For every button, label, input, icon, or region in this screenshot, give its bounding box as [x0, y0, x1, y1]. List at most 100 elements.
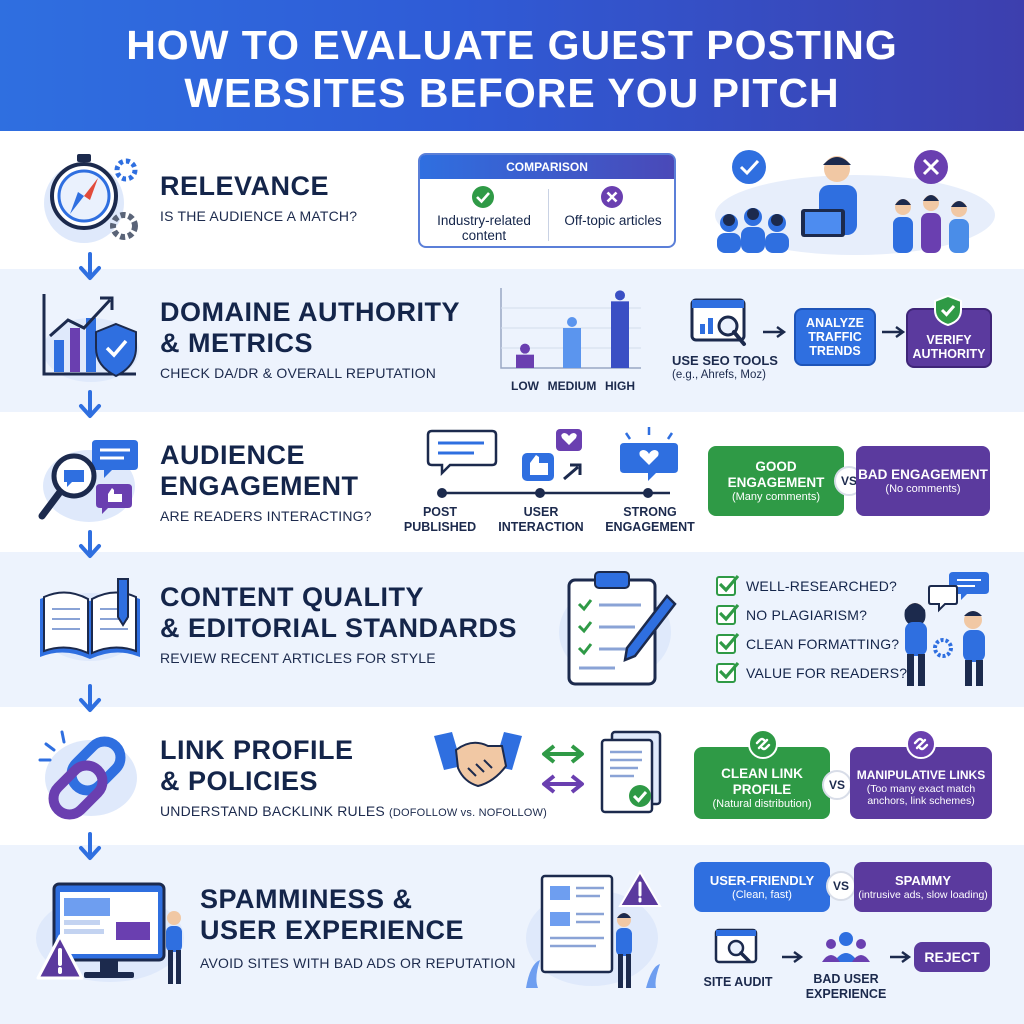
links-subtitle: UNDERSTAND BACKLINK RULES (DOFOLLOW vs. …: [160, 803, 547, 819]
growth-chart-shield-icon: [42, 294, 139, 382]
vs-badge: VS: [822, 770, 852, 800]
spam-title-line1: SPAMMINESS &: [200, 884, 413, 914]
chart-axis: [500, 288, 641, 369]
comparison-box: COMPARISON Industry-related content Off-…: [418, 153, 676, 248]
arrow-right-icon: [882, 326, 906, 338]
engagement-subtitle: ARE READERS INTERACTING?: [160, 508, 372, 524]
good-engagement-sub: (Many comments): [731, 490, 821, 503]
authority-title-line1: DOMAINE AUTHORITY: [160, 297, 460, 327]
site-audit-icon: [714, 928, 758, 964]
check-icon: [718, 661, 740, 680]
bar-low: [516, 354, 534, 368]
clean-link-label: CLEAN LINK PROFILE: [721, 765, 803, 797]
bad-engagement-box: BAD ENGAGEMENT (No comments): [856, 446, 990, 516]
links-subtitle-note: (DOFOLLOW vs. NOFOLLOW): [389, 807, 547, 819]
down-arrow-icon: [79, 530, 101, 558]
check-box-icon: [716, 576, 736, 596]
exchange-arrows-icon: [542, 744, 584, 794]
links-subtitle-main: UNDERSTAND BACKLINK RULES: [160, 803, 385, 819]
header-title-line1: HOW TO EVALUATE GUEST POSTING: [126, 22, 898, 68]
comparison-right: Off-topic articles: [564, 213, 662, 228]
manipulative-links-sub: (Too many exact match anchors, link sche…: [866, 783, 976, 807]
bad-engagement-sub: (No comments): [885, 482, 961, 495]
bar-label: MEDIUM: [548, 379, 597, 393]
check-box-icon: [716, 634, 736, 654]
down-arrow-icon: [79, 252, 101, 280]
down-arrow-icon: [79, 832, 101, 860]
reject-box: REJECT: [914, 942, 990, 972]
x-circle-icon: [601, 186, 623, 208]
verify-authority-label: VERIFY AUTHORITY: [912, 333, 986, 361]
verified-shield-icon: [934, 294, 962, 326]
spam-subtitle: AVOID SITES WITH BAD ADS OR REPUTATION: [200, 955, 516, 971]
arrow-right-icon: [763, 326, 787, 338]
header-title-line2: WEBSITES BEFORE YOU PITCH: [184, 70, 840, 116]
handshake-icon: [434, 732, 522, 788]
good-engagement-label: GOOD ENGAGEMENT: [727, 458, 825, 490]
analyze-traffic-label: ANALYZE TRAFFIC TRENDS: [806, 316, 864, 358]
broken-link-icon: [906, 729, 936, 759]
manipulative-links-box: MANIPULATIVE LINKS (Too many exact match…: [850, 747, 992, 819]
site-audit-label: SITE AUDIT: [703, 975, 773, 989]
engagement-title-line1: AUDIENCE: [160, 440, 306, 470]
authority-subtitle: CHECK DA/DR & OVERALL REPUTATION: [160, 365, 437, 381]
documents-check-icon: [600, 730, 662, 814]
discussion-people-illustration: [904, 572, 989, 686]
check-circle-icon: [472, 186, 494, 208]
bar-label: LOW: [511, 379, 540, 393]
engagement-timeline: [426, 427, 678, 498]
user-friendly-sub: (Clean, fast): [732, 888, 792, 901]
arrow-right-icon: [782, 951, 804, 963]
checklist-item: CLEAN FORMATTING?: [746, 636, 900, 652]
header-banner: HOW TO EVALUATE GUEST POSTING WEBSITES B…: [0, 0, 1024, 131]
audience-people-illustration: [715, 150, 995, 255]
check-icon: [718, 632, 740, 651]
chain-link-icon: [38, 730, 137, 820]
engagement-title-line2: ENGAGEMENT: [160, 471, 359, 501]
links-title-line1: LINK PROFILE: [160, 735, 354, 765]
section-quality: [0, 552, 1024, 707]
down-arrow-icon: [79, 390, 101, 418]
relevance-subtitle: IS THE AUDIENCE A MATCH?: [160, 208, 358, 224]
users-group-icon: [822, 932, 870, 962]
authority-bar-chart: LOW MEDIUM HIGH: [500, 288, 641, 393]
user-friendly-label: USER-FRIENDLY: [709, 872, 815, 888]
spammy-sub: (intrusive ads, slow loading): [858, 888, 988, 901]
checklist-item: VALUE FOR READERS?: [746, 665, 908, 681]
clean-link-profile-box: CLEAN LINK PROFILE (Natural distribution…: [694, 747, 830, 819]
clean-link-sub: (Natural distribution): [712, 797, 812, 810]
seo-tools-sub: (e.g., Ahrefs, Moz): [672, 369, 766, 381]
magnifier-chat-icon: [38, 440, 138, 522]
link-badge-icon: [748, 729, 778, 759]
timeline-user-interaction: USER INTERACTION: [498, 505, 584, 534]
spammy-label: SPAMMY: [894, 872, 952, 888]
open-book-icon: [40, 578, 140, 661]
manipulative-links-label: MANIPULATIVE LINKS: [856, 768, 986, 782]
vs-badge: VS: [826, 871, 856, 901]
bad-engagement-label: BAD ENGAGEMENT: [858, 466, 988, 482]
checklist-item: WELL-RESEARCHED?: [746, 578, 898, 594]
bar-high: [611, 301, 629, 368]
user-friendly-box: USER-FRIENDLY (Clean, fast): [694, 862, 830, 912]
quality-title-line1: CONTENT QUALITY: [160, 582, 424, 612]
bar-marker: [520, 343, 530, 354]
document-review-illustration: [526, 870, 662, 988]
comparison-heading: COMPARISON: [420, 155, 674, 179]
timeline-post-published: POST PUBLISHED: [403, 505, 477, 534]
arrow-right-icon: [890, 951, 912, 963]
seo-tools-icon: [690, 298, 746, 346]
timeline-strong-engagement: STRONG ENGAGEMENT: [605, 505, 695, 534]
links-title-line2: & POLICIES: [160, 766, 319, 796]
bar-label: HIGH: [605, 379, 635, 393]
checklist-item: NO PLAGIARISM?: [746, 607, 868, 623]
monitor-warning-illustration: [36, 882, 184, 984]
check-icon: [718, 603, 740, 622]
relevance-title: RELEVANCE: [160, 171, 330, 201]
spam-title-line2: USER EXPERIENCE: [200, 915, 465, 945]
quality-title-line2: & EDITORIAL STANDARDS: [160, 613, 518, 643]
down-arrow-icon: [79, 684, 101, 712]
comparison-left: Industry-related content: [437, 213, 531, 243]
good-engagement-box: GOOD ENGAGEMENT (Many comments): [708, 446, 844, 516]
clipboard-checklist-icon: [559, 571, 677, 686]
check-box-icon: [716, 605, 736, 625]
